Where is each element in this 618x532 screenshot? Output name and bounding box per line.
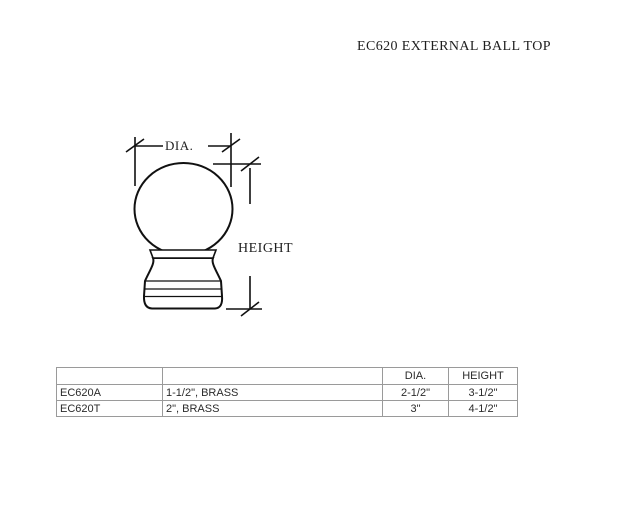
dimension-tick bbox=[125, 138, 145, 153]
table-row: EC620A 1-1/2", BRASS 2-1/2" 3-1/2" bbox=[56, 384, 518, 401]
spec-table: DIA. HEIGHT EC620A 1-1/2", BRASS 2-1/2" … bbox=[56, 367, 518, 417]
part-number-cell: EC620T bbox=[56, 400, 163, 417]
dimension-tick bbox=[240, 156, 260, 172]
description-cell: 1-1/2", BRASS bbox=[162, 384, 383, 401]
dia-cell: 3" bbox=[382, 400, 449, 417]
ball-outline bbox=[133, 162, 234, 256]
dia-cell: 2-1/2" bbox=[382, 384, 449, 401]
table-header-part bbox=[56, 367, 163, 385]
height-cell: 4-1/2" bbox=[448, 400, 518, 417]
collar-outline bbox=[148, 249, 218, 259]
dimension-tick bbox=[240, 301, 260, 317]
table-row: EC620T 2", BRASS 3" 4-1/2" bbox=[56, 400, 518, 417]
dimension-tick bbox=[221, 138, 241, 153]
description-cell: 2", BRASS bbox=[162, 400, 383, 417]
dia-label: DIA. bbox=[165, 138, 193, 153]
table-header-description bbox=[162, 367, 383, 385]
table-header-height: HEIGHT bbox=[448, 367, 518, 385]
base-outline bbox=[142, 257, 224, 310]
page-title: EC620 EXTERNAL BALL TOP bbox=[357, 39, 551, 54]
table-header-dia: DIA. bbox=[382, 367, 449, 385]
part-number-cell: EC620A bbox=[56, 384, 163, 401]
height-cell: 3-1/2" bbox=[448, 384, 518, 401]
table-header-row: DIA. HEIGHT bbox=[56, 367, 518, 385]
height-label: HEIGHT bbox=[238, 241, 293, 256]
